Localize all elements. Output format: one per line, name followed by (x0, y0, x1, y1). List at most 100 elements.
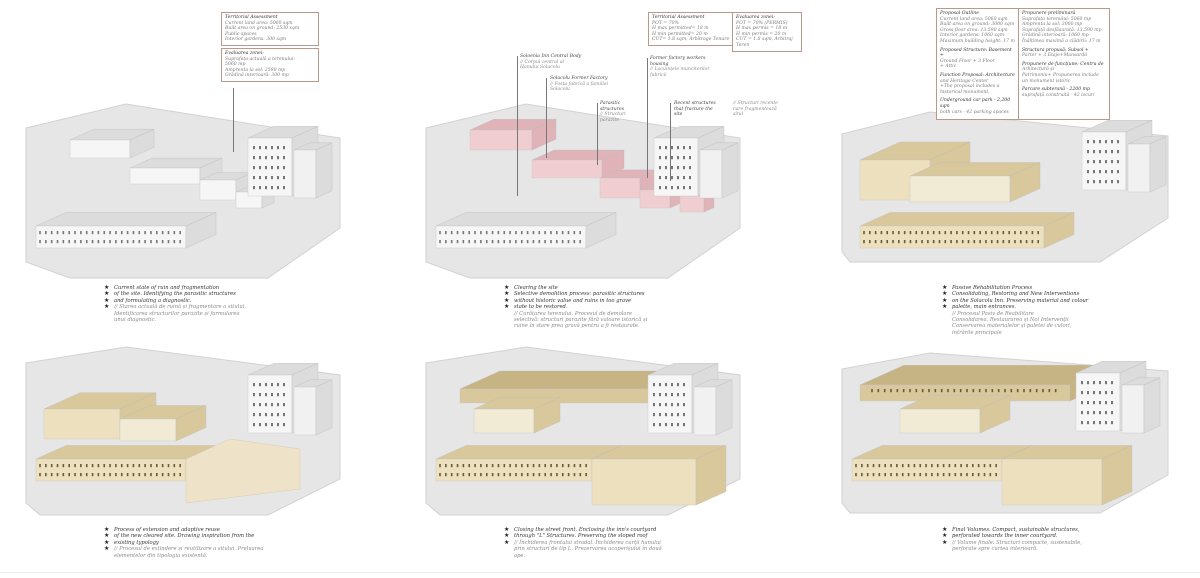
inn-central-body-front (469, 129, 533, 151)
window (544, 240, 546, 244)
window (579, 231, 581, 235)
window (277, 383, 279, 387)
window (253, 166, 255, 170)
window (1093, 150, 1095, 154)
window (462, 464, 465, 468)
window (253, 176, 255, 180)
window (550, 240, 552, 244)
window (677, 156, 679, 160)
window (456, 464, 459, 468)
caption: ★Current state of ruin and fragmentation… (104, 284, 246, 324)
window (556, 473, 558, 477)
window (74, 240, 76, 244)
window (556, 240, 558, 244)
window (1111, 180, 1113, 184)
window (1081, 391, 1083, 395)
apartment-wing-front (693, 386, 717, 436)
window (126, 464, 129, 468)
window (902, 389, 905, 393)
window (450, 473, 453, 477)
window (544, 231, 546, 235)
window (1002, 231, 1005, 235)
window (80, 464, 82, 468)
window (509, 231, 511, 235)
leader-line (647, 58, 648, 178)
window (520, 240, 523, 244)
window (878, 464, 881, 468)
window (526, 231, 529, 235)
window (497, 464, 500, 468)
window (898, 240, 900, 244)
window (120, 231, 123, 235)
window (277, 186, 279, 190)
window (253, 403, 255, 407)
window (50, 464, 53, 468)
window (474, 464, 476, 468)
window (91, 231, 94, 235)
window (277, 166, 279, 170)
window (972, 389, 975, 393)
apartment-wing-front (1127, 143, 1151, 193)
window (91, 473, 94, 477)
window (561, 240, 564, 244)
window (934, 389, 937, 393)
window (1093, 170, 1095, 174)
window (936, 464, 939, 468)
apartment-wing-side (715, 379, 733, 436)
window (1054, 389, 1057, 393)
window (855, 473, 857, 477)
window (491, 473, 494, 477)
window (161, 464, 164, 468)
window (544, 473, 547, 477)
star-icon: ★ (942, 290, 948, 298)
window (909, 231, 912, 235)
window (659, 176, 661, 180)
window (80, 473, 82, 477)
window (173, 240, 176, 244)
window (921, 231, 923, 235)
window (474, 473, 476, 477)
window (997, 389, 1000, 393)
window (439, 473, 441, 477)
window (445, 240, 447, 244)
window (456, 231, 459, 235)
window (1111, 391, 1113, 395)
window (960, 464, 962, 468)
axonometric-model (25, 346, 341, 516)
window (115, 240, 117, 244)
window (259, 423, 261, 427)
window (450, 464, 453, 468)
apartment-wing-front (699, 149, 723, 199)
window (439, 464, 441, 468)
window (890, 473, 892, 477)
window (56, 240, 59, 244)
window (653, 393, 655, 397)
window (45, 464, 47, 468)
window (942, 464, 945, 468)
ruin-block-side (129, 128, 155, 159)
window (659, 413, 661, 417)
window (677, 403, 679, 407)
window (961, 240, 964, 244)
window (445, 231, 447, 235)
window (1042, 389, 1044, 393)
window (1105, 150, 1107, 154)
window (956, 240, 958, 244)
window (144, 473, 146, 477)
window (283, 423, 285, 427)
window (1025, 231, 1028, 235)
window (1087, 381, 1089, 385)
window (1031, 240, 1034, 244)
diagram-panel-current-state: Territorial Assessment Current land area… (0, 0, 400, 323)
window (150, 473, 152, 477)
window (97, 231, 100, 235)
window (1008, 240, 1010, 244)
courtyard-roof-side (1009, 162, 1041, 203)
axonometric-model (841, 111, 1169, 263)
inn-roof-front (473, 408, 535, 434)
window (259, 403, 261, 407)
window (271, 403, 273, 407)
window (874, 240, 877, 244)
window (1031, 231, 1034, 235)
window (156, 231, 158, 235)
